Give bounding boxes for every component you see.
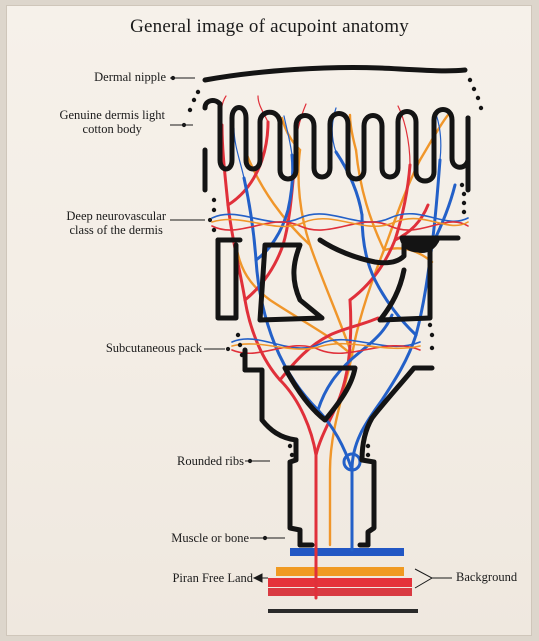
red-bar-upper (268, 578, 412, 587)
neurovascular-network (211, 95, 469, 600)
leader-dot-rounded-ribs (247, 458, 253, 464)
nerve-lines (234, 113, 450, 547)
trapezoid-block (257, 242, 325, 323)
label-muscle-or-bone: Muscle or bone (171, 531, 249, 545)
subcutaneous-left-wall (242, 367, 299, 443)
label-genuine-dermis: Genuine dermis light cotton body (59, 108, 165, 136)
label-deep-neurovascular-line1: Deep neurovascular (66, 209, 166, 223)
red-bar-lower (268, 588, 412, 596)
subcutaneous-right-wall (359, 365, 435, 463)
left-block (215, 237, 239, 321)
leader-arrow-piran (252, 573, 263, 583)
leader-dot-deep-neurovascular (207, 217, 213, 223)
tissue-outline (202, 65, 471, 548)
dotted-borders (187, 77, 484, 458)
right-wedge-block (377, 242, 433, 323)
stem-right (359, 457, 377, 548)
diagram-title: General image of acupoint anatomy (130, 16, 409, 37)
dermal-papillae (202, 98, 471, 184)
half-moon (399, 235, 441, 253)
arch-block (317, 237, 407, 266)
leader-lines (170, 75, 452, 589)
vein-ring (342, 452, 362, 472)
black-bar (268, 609, 418, 613)
label-deep-neurovascular: Deep neurovascular class of the dermis (66, 209, 166, 237)
deep-plexus (211, 212, 469, 355)
label-genuine-dermis-line2: cotton body (82, 122, 142, 136)
label-dermal-nipple: Dermal nipple (94, 70, 166, 84)
label-background: Background (456, 570, 518, 584)
label-piran-free-land: Piran Free Land (172, 571, 253, 585)
leader-dot-subcutaneous (225, 346, 231, 352)
artery-lines (220, 120, 430, 600)
label-deep-neurovascular-line2: class of the dermis (69, 223, 163, 237)
base-layers (268, 548, 418, 613)
leader-background-bracket (414, 568, 434, 589)
stem-left (287, 437, 303, 548)
orange-bar (276, 567, 404, 576)
epidermis-surface (202, 65, 468, 83)
blue-bar (290, 548, 404, 556)
leader-dot-dermal-nipple (170, 75, 176, 81)
leader-dot-muscle-or-bone (262, 535, 268, 541)
central-triangle (282, 365, 358, 423)
label-subcutaneous-pack: Subcutaneous pack (105, 341, 202, 355)
label-genuine-dermis-line1: Genuine dermis light (59, 108, 165, 122)
label-rounded-ribs: Rounded ribs (176, 454, 244, 468)
leader-dot-genuine-dermis (181, 122, 187, 128)
